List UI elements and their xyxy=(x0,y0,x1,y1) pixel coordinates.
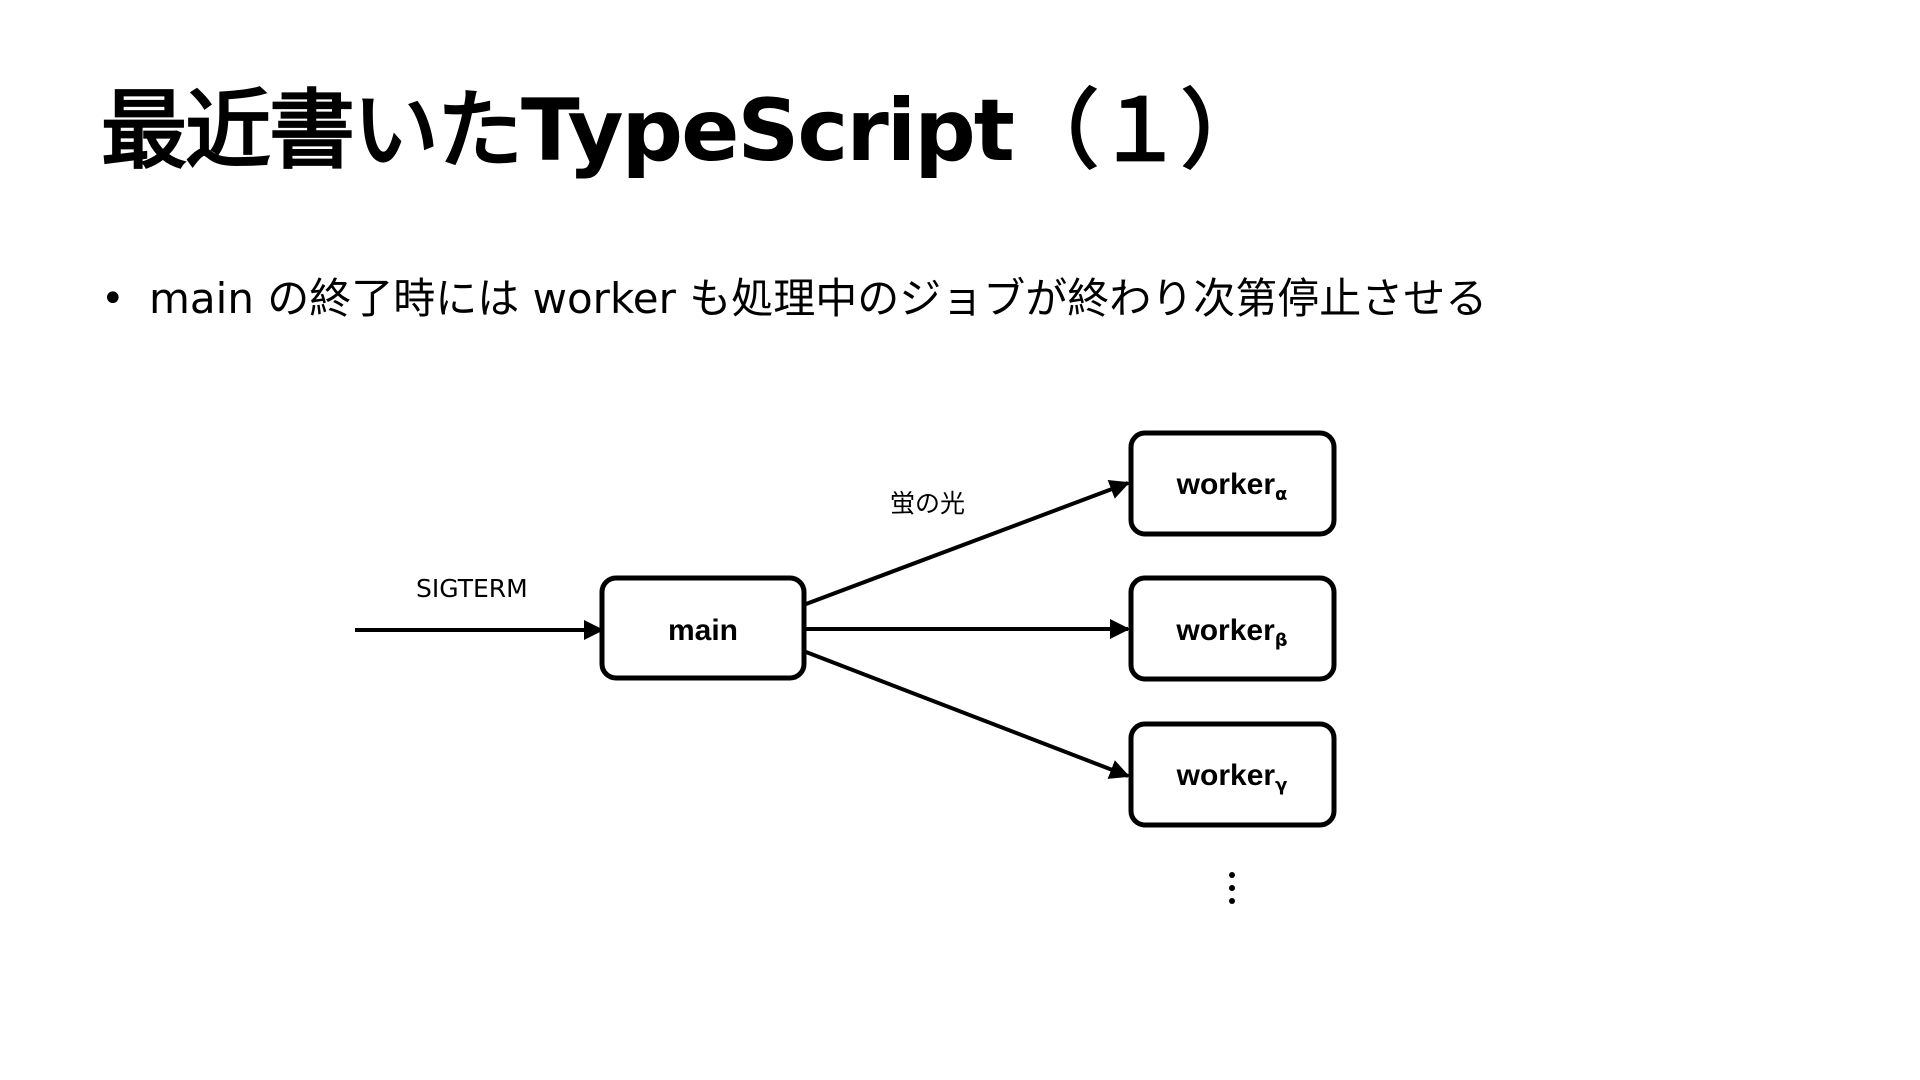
node-worker-beta: workerβ xyxy=(1128,575,1337,682)
edge-to-gamma xyxy=(805,650,1130,779)
node-main-label: main xyxy=(668,614,738,647)
vertical-ellipsis-icon xyxy=(1229,872,1235,904)
node-worker-alpha-box xyxy=(1128,430,1337,537)
bullet-list: • main の終了時には worker も処理中のジョブが終わり次第停止させる xyxy=(101,272,1487,327)
node-worker-alpha-subscript: α xyxy=(1275,484,1287,505)
node-worker-alpha-name: worker xyxy=(1176,468,1276,501)
node-worker-gamma-label: workerγ xyxy=(1176,759,1288,796)
node-worker-alpha: workerα xyxy=(1128,430,1337,537)
edge-sigterm: SIGTERM xyxy=(355,574,604,640)
node-worker-alpha-label: workerα xyxy=(1176,468,1288,505)
edge-to-alpha: 蛍の光 xyxy=(805,479,1130,606)
node-worker-gamma-name: worker xyxy=(1176,759,1276,792)
edge-sigterm-label: SIGTERM xyxy=(416,574,528,603)
node-worker-gamma: workerγ xyxy=(1128,721,1337,828)
edge-to-alpha-label: 蛍の光 xyxy=(890,489,965,518)
ellipsis-dot xyxy=(1229,898,1235,904)
bullet-marker: • xyxy=(101,276,125,323)
ellipsis-dot xyxy=(1229,872,1235,878)
node-worker-beta-subscript: β xyxy=(1275,630,1288,651)
node-worker-gamma-subscript: γ xyxy=(1275,775,1287,796)
edge-to-gamma-line xyxy=(805,650,1130,779)
node-main-box xyxy=(599,575,807,681)
node-worker-beta-label: workerβ xyxy=(1175,614,1287,651)
ellipsis-dot xyxy=(1229,885,1235,891)
node-main: main xyxy=(599,575,807,681)
node-worker-beta-name: worker xyxy=(1175,614,1275,647)
node-worker-gamma-box xyxy=(1128,721,1337,828)
bullet-text: main の終了時には worker も処理中のジョブが終わり次第停止させる xyxy=(149,274,1488,323)
bullet-item: • main の終了時には worker も処理中のジョブが終わり次第停止させる xyxy=(101,272,1487,327)
node-worker-beta-box xyxy=(1128,575,1337,682)
edge-to-alpha-line xyxy=(805,479,1130,606)
slide-title: 最近書いたTypeScript（１） xyxy=(101,81,1267,181)
